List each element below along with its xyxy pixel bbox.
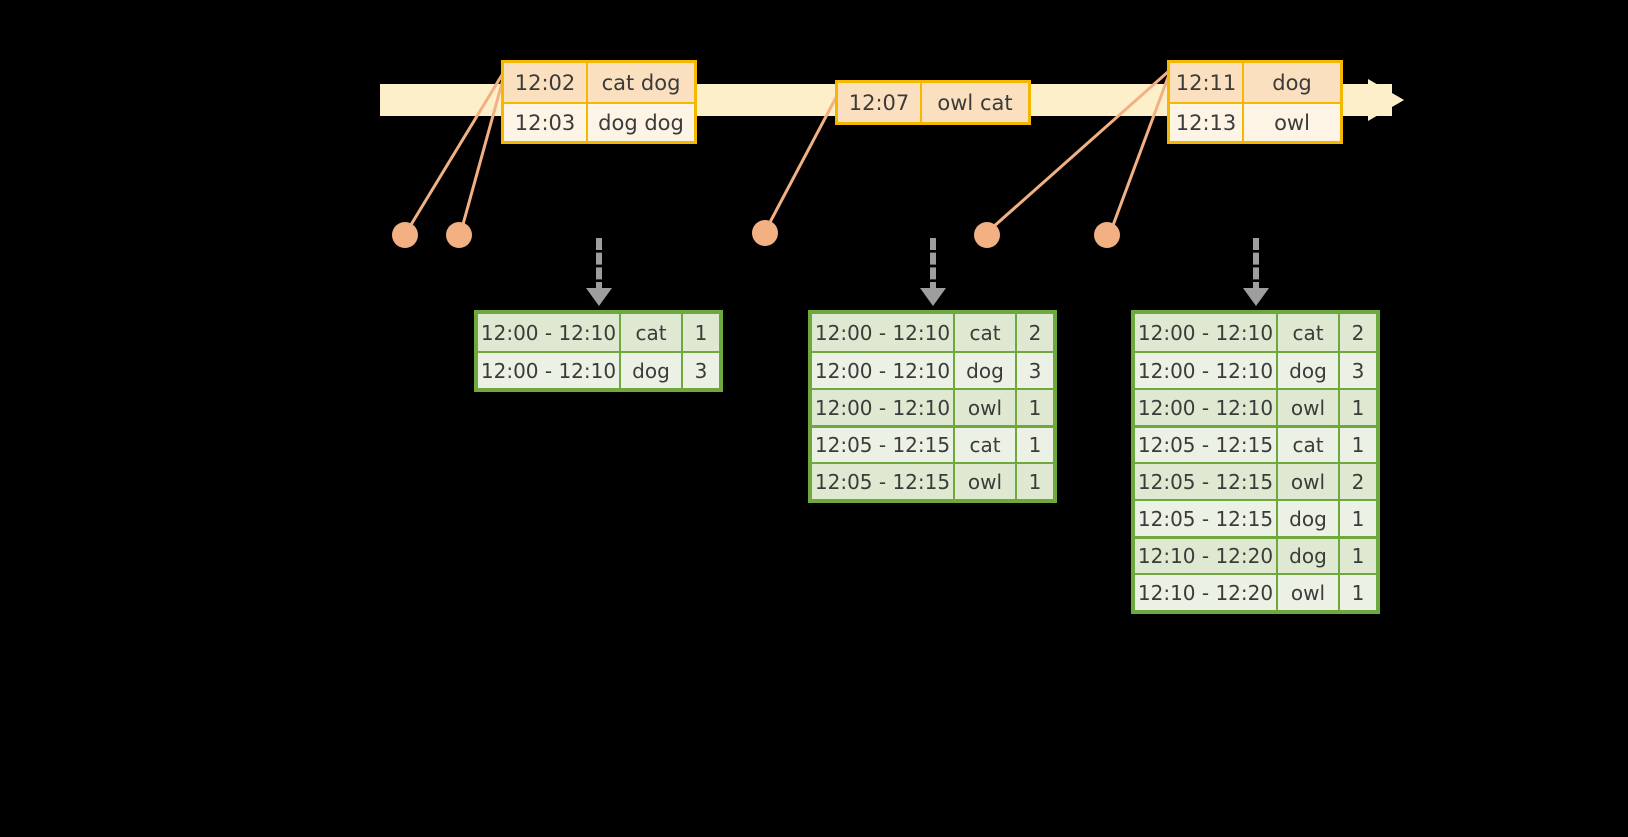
event-row: 12:03 dog dog bbox=[504, 102, 694, 141]
cell-count: 1 bbox=[1351, 544, 1365, 568]
cell-count: 3 bbox=[1028, 358, 1042, 383]
arrow-shaft bbox=[596, 238, 602, 294]
cell-word: cat bbox=[955, 314, 1017, 351]
event-time: 12:13 bbox=[1170, 104, 1244, 141]
cell-count: 1 bbox=[1028, 395, 1042, 420]
cell-word: owl bbox=[955, 390, 1017, 425]
cell-window: 12:00 - 12:10 bbox=[478, 314, 621, 351]
event-words: cat dog bbox=[601, 70, 681, 95]
cell-word: dog bbox=[1278, 501, 1340, 536]
arrow-shaft bbox=[930, 238, 936, 294]
event-marker-dot bbox=[446, 222, 472, 248]
cell-window: 12:05 - 12:15 bbox=[1135, 428, 1278, 462]
cell-count: 3 bbox=[1351, 358, 1365, 383]
cell-count: 1 bbox=[1351, 506, 1365, 531]
cell-word: cat bbox=[1278, 428, 1340, 462]
event-words: dog bbox=[1272, 70, 1312, 95]
cell-window: 12:00 - 12:10 bbox=[812, 390, 955, 425]
cell-count: 2 bbox=[1351, 320, 1365, 345]
cell-window: 12:10 - 12:20 bbox=[1135, 539, 1278, 573]
event-words: owl bbox=[1274, 110, 1310, 135]
event-row: 12:13 owl bbox=[1170, 102, 1340, 141]
cell-window: 12:00 - 12:10 bbox=[812, 314, 955, 351]
cell-word: owl bbox=[955, 464, 1017, 499]
event-marker-dot bbox=[1094, 222, 1120, 248]
cell-word: dog bbox=[1278, 353, 1340, 388]
cell-count: 1 bbox=[1351, 433, 1365, 457]
event-time: 12:02 bbox=[504, 63, 588, 102]
arrow-head-icon bbox=[586, 288, 612, 306]
cell-window: 12:00 - 12:10 bbox=[812, 353, 955, 388]
cell-count: 2 bbox=[1028, 320, 1042, 345]
cell-window: 12:00 - 12:10 bbox=[478, 353, 621, 388]
cell-count: 1 bbox=[1028, 433, 1042, 457]
cell-word: dog bbox=[955, 353, 1017, 388]
arrow-head-icon bbox=[1243, 288, 1269, 306]
cell-word: owl bbox=[1278, 464, 1340, 499]
event-time: 12:11 bbox=[1170, 63, 1244, 102]
event-time: 12:07 bbox=[838, 83, 922, 122]
cell-word: owl bbox=[1278, 575, 1340, 610]
cell-window: 12:00 - 12:10 bbox=[1135, 390, 1278, 425]
event-time: 12:03 bbox=[504, 104, 588, 141]
cell-window: 12:10 - 12:20 bbox=[1135, 575, 1278, 610]
cell-window: 12:05 - 12:15 bbox=[1135, 464, 1278, 499]
event-row: 12:07 owl cat bbox=[838, 83, 1028, 122]
event-marker-dot bbox=[392, 222, 418, 248]
event-marker-dot bbox=[752, 220, 778, 246]
cell-window: 12:00 - 12:10 bbox=[1135, 314, 1278, 351]
event-row: 12:11 dog bbox=[1170, 63, 1340, 102]
timeline-arrowhead-icon bbox=[1368, 79, 1404, 121]
event-marker-dot bbox=[974, 222, 1000, 248]
cell-window: 12:05 - 12:15 bbox=[812, 428, 955, 462]
cell-word: cat bbox=[1278, 314, 1340, 351]
event-words: dog dog bbox=[598, 110, 684, 135]
cell-window: 12:05 - 12:15 bbox=[1135, 501, 1278, 536]
cell-word: dog bbox=[1278, 539, 1340, 573]
event-row: 12:02 cat dog bbox=[504, 63, 694, 102]
cell-word: dog bbox=[621, 353, 683, 388]
cell-window: 12:00 - 12:10 bbox=[1135, 353, 1278, 388]
cell-count: 2 bbox=[1351, 469, 1365, 494]
cell-count: 1 bbox=[694, 320, 708, 345]
cell-count: 1 bbox=[1351, 580, 1365, 605]
timeline-event-box: 12:02 cat dog 12:03 dog dog bbox=[501, 60, 697, 144]
arrow-shaft bbox=[1253, 238, 1259, 294]
arrow-head-icon bbox=[920, 288, 946, 306]
timeline-event-box: 12:11 dog 12:13 owl bbox=[1167, 60, 1343, 144]
cell-word: owl bbox=[1278, 390, 1340, 425]
timeline-event-box: 12:07 owl cat bbox=[835, 80, 1031, 125]
cell-word: cat bbox=[955, 428, 1017, 462]
cell-count: 1 bbox=[1351, 395, 1365, 420]
cell-count: 1 bbox=[1028, 469, 1042, 494]
cell-window: 12:05 - 12:15 bbox=[812, 464, 955, 499]
cell-count: 3 bbox=[694, 358, 708, 383]
cell-word: cat bbox=[621, 314, 683, 351]
event-words: owl cat bbox=[937, 90, 1013, 115]
